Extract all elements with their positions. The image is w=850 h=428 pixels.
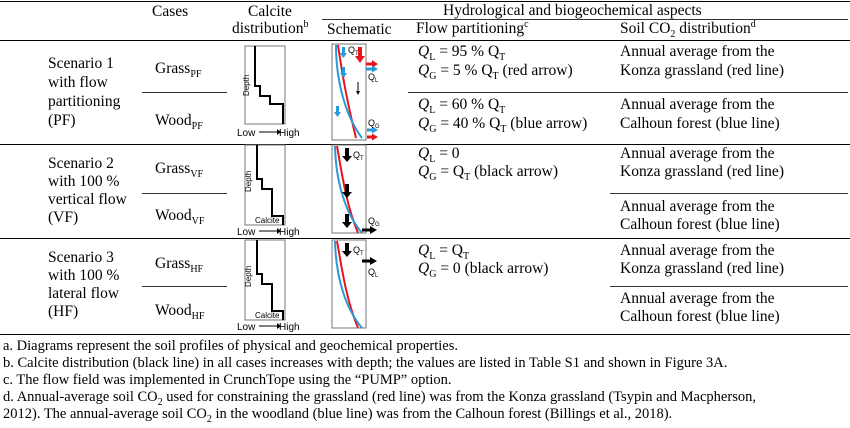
qt-label: QT	[348, 45, 359, 57]
case-grass-vf: GrassVF	[155, 160, 204, 181]
flow-grass-pf-qg: QG = 5 % QT (red arrow)	[418, 62, 573, 83]
soil-grass-pf: Annual average from the	[620, 43, 775, 60]
header-flow: Flow partitioningc	[416, 18, 529, 37]
scenario-1-label: partitioning	[48, 93, 121, 110]
scenario-3-label: Scenario 3	[48, 249, 114, 266]
header-schematic: Schematic	[327, 21, 392, 38]
qt-label: QT	[353, 245, 364, 257]
soil-wood-pf: Annual average from the	[620, 96, 775, 113]
case-grass-hf: GrassHF	[155, 255, 204, 276]
scenario-3-label: lateral flow	[48, 285, 120, 302]
high-label: High	[279, 128, 300, 139]
rule-hydro-under	[322, 19, 848, 20]
qt-label: QT	[353, 150, 364, 162]
low-label: Low	[237, 227, 256, 238]
scenario-3-label: with 100 %	[48, 267, 120, 284]
rule-s1-bottom	[0, 144, 850, 145]
rule-top	[0, 1, 850, 2]
high-label: High	[279, 227, 300, 238]
header-soil: Soil CO2 distributiond	[620, 18, 756, 41]
schematic-pf: QT QL QG	[331, 43, 380, 141]
footnote-c: c. The flow field was implemented in Cru…	[3, 372, 452, 388]
schematic-vf: QT QG	[331, 144, 380, 234]
footnote-a: a. Diagrams represent the soil profiles …	[3, 338, 458, 354]
header-hydro: Hydrological and biogeochemical aspects	[443, 2, 702, 19]
flow-wood-pf-qg: QG = 40 % QT (blue arrow)	[418, 115, 588, 136]
case-wood-vf: WoodVF	[155, 207, 205, 228]
soil-grass-vf: Annual average from the	[620, 145, 775, 162]
footnote-b: b. Calcite distribution (black line) in …	[3, 355, 728, 371]
scenario-3-label: (HF)	[48, 303, 79, 320]
rule-s1-mid	[142, 92, 227, 93]
ql-label: QL	[368, 72, 379, 84]
soil-wood-hf: Annual average from the	[620, 290, 775, 307]
rule-table-bottom	[0, 334, 850, 335]
depth-label: Depth	[244, 171, 253, 192]
ql-label: QL	[368, 267, 379, 279]
case-grass-pf: GrassPF	[155, 60, 202, 81]
scenario-1-label: with flow	[48, 74, 108, 91]
rule-s3-mid-b	[610, 286, 848, 287]
rule-header-bottom	[0, 40, 850, 41]
soil-grass-pf-2: Konza grassland (red line)	[620, 62, 784, 79]
depth-label: Depth	[242, 75, 251, 96]
scenario-1-label: Scenario 1	[48, 55, 114, 72]
depth-label: Depth	[244, 266, 253, 287]
scenario-2-label: Scenario 2	[48, 155, 114, 172]
soil-grass-hf-2: Konza grassland (red line)	[620, 260, 784, 277]
soil-wood-vf-2: Calhoun forest (blue line)	[620, 216, 780, 233]
rule-s2-mid-b	[610, 193, 848, 194]
schematic-hf: QT QL	[331, 239, 379, 329]
header-calcite-2: distributionb	[232, 18, 309, 37]
header-cases: Cases	[152, 3, 189, 20]
soil-grass-vf-2: Konza grassland (red line)	[620, 163, 784, 180]
case-wood-hf: WoodHF	[155, 302, 205, 323]
high-label: High	[279, 322, 300, 333]
flow-hf-ql: QL = QT	[418, 242, 470, 263]
rule-s2-mid	[142, 193, 227, 194]
footnote-d-2: 2012). The annual-average soil CO2 in th…	[3, 406, 673, 425]
soil-wood-pf-2: Calhoun forest (blue line)	[620, 115, 780, 132]
scenario-1-label: (PF)	[48, 112, 76, 129]
low-label: Low	[237, 322, 256, 333]
soil-wood-vf: Annual average from the	[620, 198, 775, 215]
flow-wood-pf-ql: QL = 60 % QT	[418, 96, 506, 117]
calcite-profile-s1: Depth Low High	[237, 45, 300, 139]
flow-vf-qg: QG = QT (black arrow)	[418, 163, 559, 184]
flow-hf-qg: QG = 0 (black arrow)	[418, 260, 549, 281]
scenario-2-label: vertical flow	[48, 191, 127, 208]
calcite-profile-s2: Depth Calcite Low High	[237, 144, 300, 238]
qg-label: QG	[368, 216, 380, 228]
calcite-profile-s3: Depth Calcite Low High	[237, 239, 300, 333]
calcite-label: Calcite	[255, 216, 280, 225]
rule-s3-mid	[142, 286, 227, 287]
footnote-d: d. Annual-average soil CO2 used for cons…	[3, 389, 756, 408]
qg-label: QG	[368, 118, 380, 130]
flow-grass-pf-ql: QL = 95 % QT	[418, 43, 506, 64]
case-wood-pf: WoodPF	[155, 112, 203, 133]
rule-s1-mid-b	[408, 92, 848, 93]
header-calcite: Calcite	[248, 3, 292, 20]
flow-vf-ql: QL = 0	[418, 145, 460, 166]
rule-s2-bottom	[0, 238, 850, 239]
scenario-2-label: with 100 %	[48, 173, 120, 190]
soil-grass-hf: Annual average from the	[620, 242, 775, 259]
calcite-label: Calcite	[255, 311, 280, 320]
soil-wood-hf-2: Calhoun forest (blue line)	[620, 308, 780, 325]
scenario-2-label: (VF)	[48, 209, 79, 226]
low-label: Low	[237, 128, 256, 139]
